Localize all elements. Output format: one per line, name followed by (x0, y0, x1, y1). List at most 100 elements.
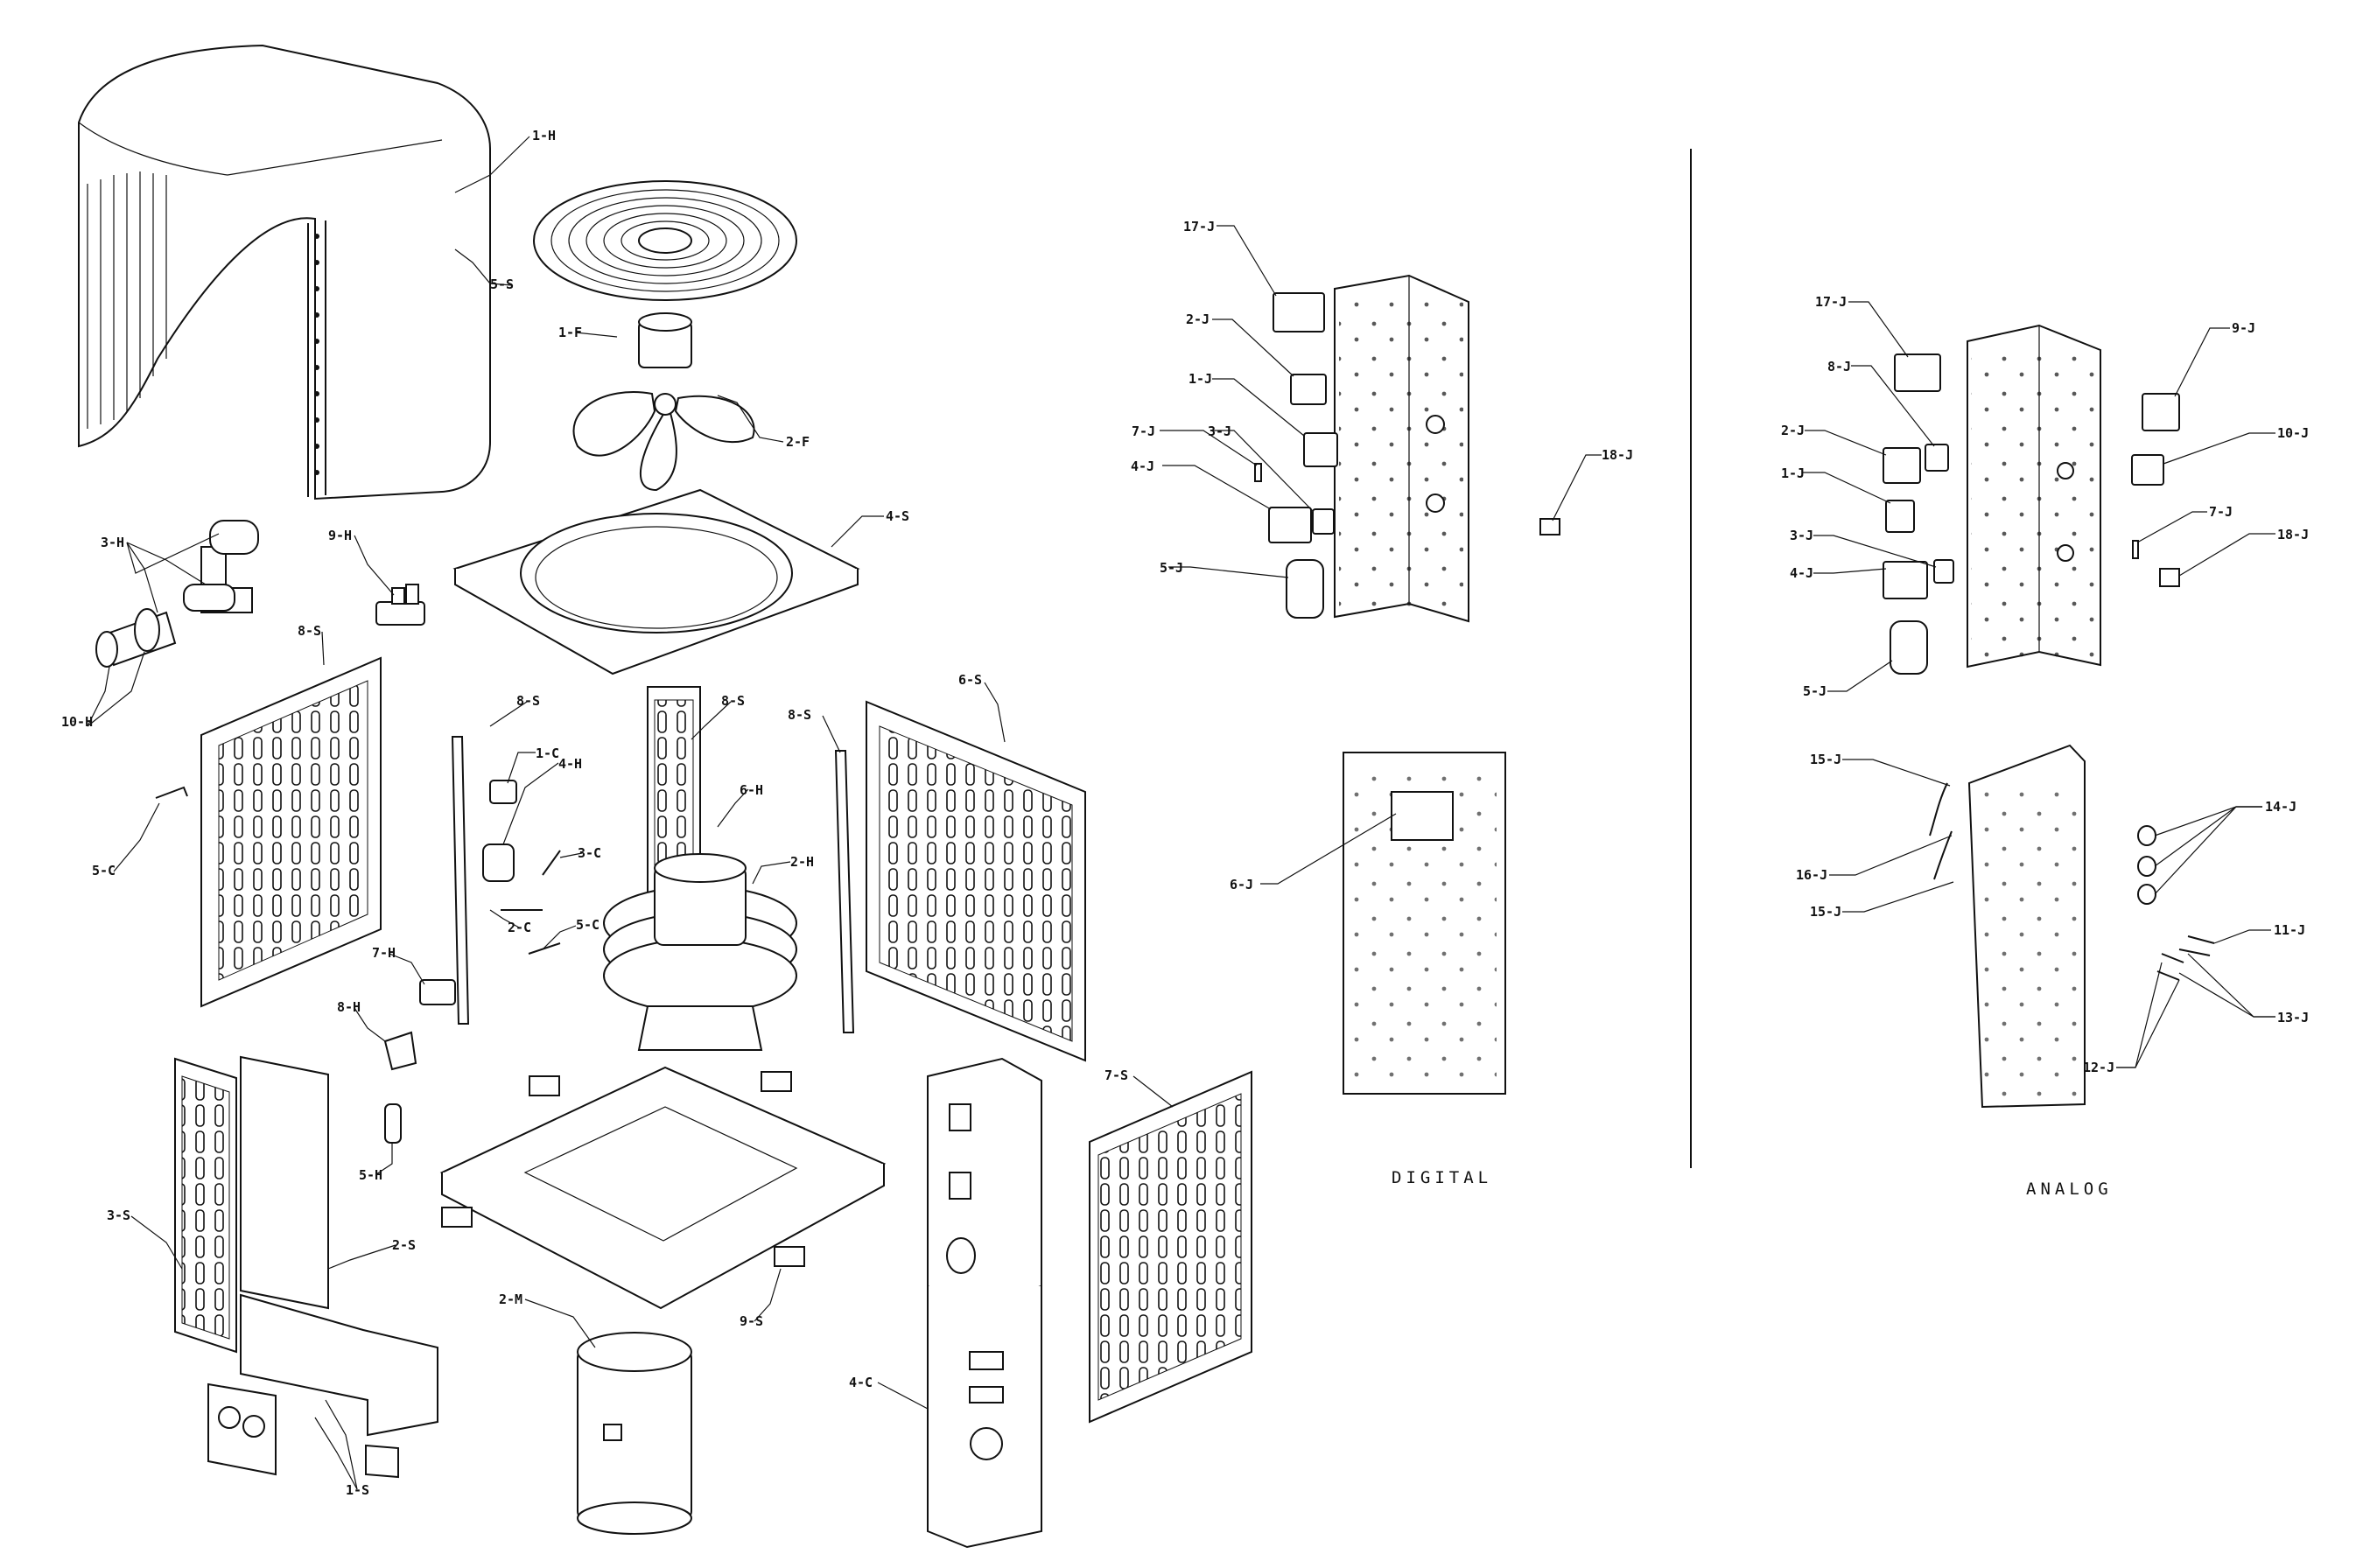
callout-analog-1j: 1-J (1781, 466, 1805, 481)
callout-5c-mid: 5-C (576, 917, 600, 933)
callout-4s: 4-S (886, 508, 909, 524)
callouts-digital: 17-J 2-J 1-J 7-J 3-J 4-J 5-J 18-J 6-J (1131, 219, 1633, 892)
side-grille-8s-left (200, 656, 382, 1008)
callout-analog-5j: 5-J (1803, 683, 1827, 699)
fuse-7j-analog (2132, 540, 2139, 559)
digital-components (1254, 292, 1560, 619)
relay-1j-analog (1885, 500, 1915, 533)
callout-analog-16j: 16-J (1796, 867, 1827, 883)
callout-1f: 1-F (558, 325, 582, 340)
leader-lines-analog (1803, 301, 2275, 1068)
switch-10j (2131, 454, 2164, 486)
grommet-14j-b (2137, 856, 2156, 877)
callout-2s: 2-S (392, 1237, 416, 1253)
contactor-17j-analog (1894, 354, 1941, 392)
front-grille-7s (1089, 1070, 1252, 1424)
cabinet-wrapper-1h (78, 44, 491, 500)
small-valves-h (383, 979, 456, 1144)
callout-2c: 2-C (508, 920, 531, 935)
relay-3j-analog (1933, 559, 1954, 584)
callout-digital-5j: 5-J (1160, 560, 1183, 576)
callout-analog-8j: 8-J (1827, 359, 1851, 374)
access-panel-2s (240, 1055, 329, 1310)
callout-4c: 4-C (849, 1375, 873, 1390)
callout-analog-14j: 14-J (2265, 799, 2296, 815)
callout-analog-7j: 7-J (2209, 504, 2233, 520)
callout-3c: 3-C (578, 845, 601, 861)
contactor-17j (1273, 292, 1325, 332)
service-panel-1s (207, 1293, 438, 1479)
callout-5s: 5-S (490, 276, 514, 292)
callout-4h: 4-H (558, 756, 582, 772)
analog-components (1883, 354, 2180, 675)
side-grille-6s (866, 700, 1086, 1062)
refrigerant-parts (482, 780, 561, 955)
callout-3h: 3-H (101, 535, 124, 550)
callout-1h: 1-H (532, 128, 556, 144)
callout-5c-left: 5-C (92, 863, 116, 878)
callout-analog-18j: 18-J (2277, 527, 2309, 542)
callout-5h: 5-H (359, 1167, 382, 1183)
analog-control-post (1967, 324, 2101, 668)
contactor-4j-analog (1883, 561, 1928, 599)
relay-3j (1312, 508, 1335, 535)
callout-7s: 7-S (1104, 1068, 1128, 1083)
callout-analog-15j-bottom: 15-J (1810, 904, 1841, 920)
callout-8s-mid-a: 8-S (516, 693, 540, 709)
fuse-block-18j-analog (2159, 568, 2180, 587)
callout-2m: 2-M (499, 1292, 522, 1307)
callout-9h: 9-H (328, 528, 352, 543)
plumbing-3h (183, 520, 259, 613)
callout-2f: 2-F (786, 434, 810, 450)
callout-analog-3j: 3-J (1790, 528, 1813, 543)
contactor-4j (1268, 507, 1312, 543)
callout-1c: 1-C (536, 746, 559, 761)
callout-analog-17j: 17-J (1815, 294, 1847, 310)
callout-8s-right: 8-S (788, 707, 811, 723)
callouts-analog: 17-J 8-J 2-J 1-J 3-J 4-J 5-J 9-J 10-J 7-… (1781, 294, 2309, 1075)
callout-digital-1j: 1-J (1189, 371, 1212, 387)
callout-10h: 10-H (61, 714, 93, 730)
callouts-unit: 1-H 5-S 1-F 2-F 4-S 3-H 9-H 10-H 8-S 8-S… (61, 128, 1128, 1498)
transformer-2j (1290, 374, 1327, 405)
callout-3s: 3-S (107, 1208, 130, 1223)
corner-post-8s-left (451, 736, 470, 1025)
control-box-4c (927, 1057, 1042, 1549)
valve-9h (375, 584, 425, 626)
timer-9j (2142, 393, 2180, 431)
relay-1j (1303, 432, 1338, 467)
transformer-2j-analog (1883, 447, 1921, 484)
heat-exchanger-2h (603, 853, 797, 1051)
clip-5c (155, 786, 188, 799)
grommet-14j-a (2137, 825, 2156, 846)
callout-8s-mid-b: 8-S (721, 693, 745, 709)
callout-digital-6j: 6-J (1230, 877, 1253, 892)
callout-7h: 7-H (372, 945, 396, 961)
callout-digital-4j: 4-J (1131, 458, 1154, 474)
callout-digital-17j: 17-J (1183, 219, 1215, 234)
callout-digital-3j: 3-J (1208, 424, 1231, 439)
digital-control-post (1334, 274, 1469, 623)
analog-control-view: 17-J 8-J 2-J 1-J 3-J 4-J 5-J 9-J 10-J 7-… (1781, 294, 2309, 1199)
callout-analog-10j: 10-J (2277, 425, 2309, 441)
digital-panel-6j (1343, 752, 1506, 1095)
callout-6h: 6-H (740, 782, 763, 798)
callout-8s-left: 8-S (298, 623, 321, 639)
base-pan (439, 1066, 887, 1310)
callout-analog-13j: 13-J (2277, 1010, 2309, 1026)
grommet-14j-c (2137, 884, 2156, 905)
callout-digital-7j: 7-J (1132, 424, 1155, 439)
callout-analog-4j: 4-J (1790, 565, 1813, 581)
caption-analog: ANALOG (2026, 1180, 2113, 1199)
union-fitting-10h (95, 608, 177, 668)
callout-8h: 8-H (337, 999, 361, 1015)
top-panel-4s (452, 488, 860, 676)
capacitor-5j (1286, 559, 1324, 619)
compressor-2m (577, 1332, 692, 1535)
relay-8j (1925, 444, 1949, 472)
fuse-block-18j (1539, 518, 1560, 536)
callout-6s: 6-S (958, 672, 982, 688)
callout-analog-11j: 11-J (2274, 922, 2305, 938)
analog-panel (1929, 744, 2215, 1109)
